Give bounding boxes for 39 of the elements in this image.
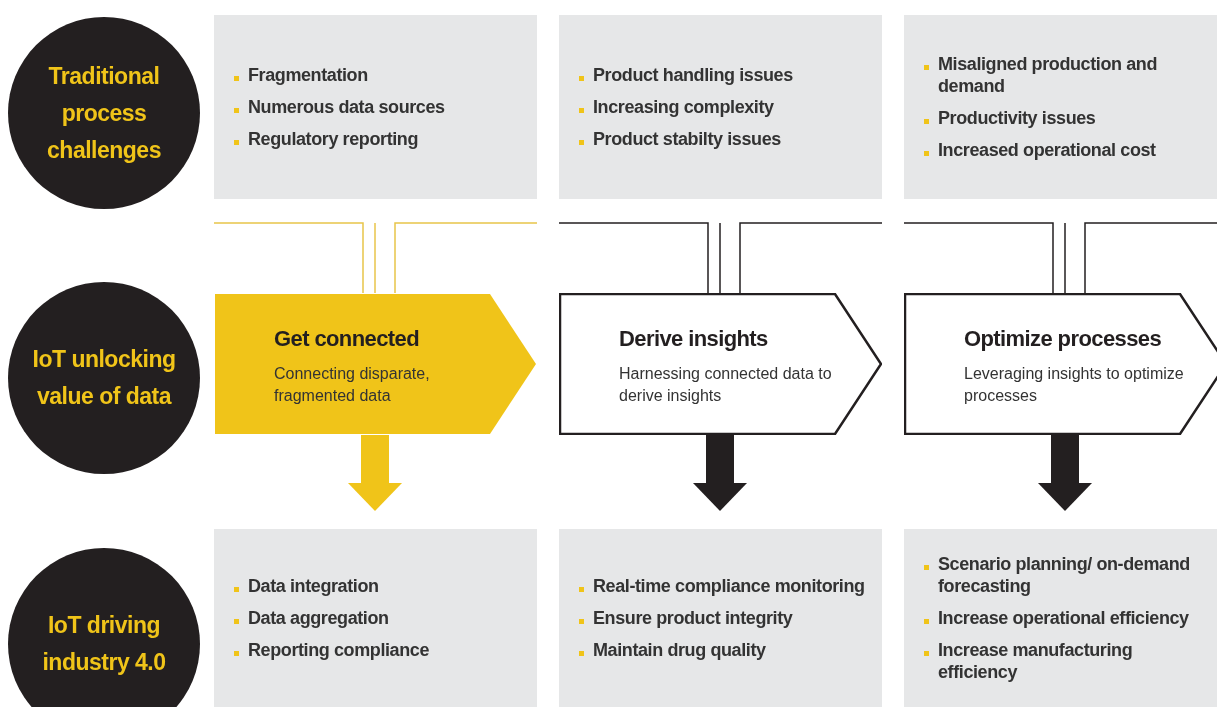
list-panel (214, 15, 537, 199)
list-item: Scenario planning/ on-demand forecasting (938, 553, 1191, 597)
connector-line (719, 222, 721, 294)
list-item: Increase operational efficiency (938, 607, 1189, 629)
stage-title: IoT driving industry 4.0 (41, 611, 167, 677)
step-title: Optimize processes (964, 325, 1162, 353)
list-item: Misaligned production and demand (938, 53, 1158, 97)
down-arrow (348, 435, 402, 511)
step-title: Derive insights (619, 325, 768, 353)
step-description: Leveraging insights to optimize processes (964, 364, 1185, 406)
list-panel (214, 529, 537, 707)
step-description: Harnessing connected data to derive insights (619, 364, 833, 406)
connector-line (1064, 222, 1066, 294)
stage-title: IoT unlocking value of data (31, 345, 177, 411)
list-panel (559, 529, 882, 707)
step-description: Connecting disparate, fragmented data (274, 364, 431, 406)
stage-title: Traditional process challenges (46, 61, 162, 165)
list-item: Ensure product integrity (593, 607, 793, 629)
list-panel (559, 15, 882, 199)
list-panel (904, 529, 1217, 707)
list-item: Data integration (248, 575, 379, 597)
list-panel (904, 15, 1217, 199)
list-item: Increase manufacturing efficiency (938, 639, 1134, 683)
list-item: Productivity issues (938, 107, 1096, 129)
list-item: Maintain drug quality (593, 639, 766, 661)
list-item: Numerous data sources (248, 96, 445, 118)
connector-line (374, 222, 376, 294)
list-item: Product handling issues (593, 64, 793, 86)
list-item: Increasing complexity (593, 96, 774, 118)
list-item: Real-time compliance monitoring (593, 575, 865, 597)
down-arrow (1038, 435, 1092, 511)
list-item: Reporting compliance (248, 639, 430, 661)
down-arrow (693, 435, 747, 511)
list-item: Product stabilty issues (593, 128, 781, 150)
list-item: Regulatory reporting (248, 128, 418, 150)
list-item: Increased operational cost (938, 139, 1156, 161)
list-item: Fragmentation (248, 64, 368, 86)
step-title: Get connected (274, 325, 419, 353)
list-item: Data aggregation (248, 607, 389, 629)
